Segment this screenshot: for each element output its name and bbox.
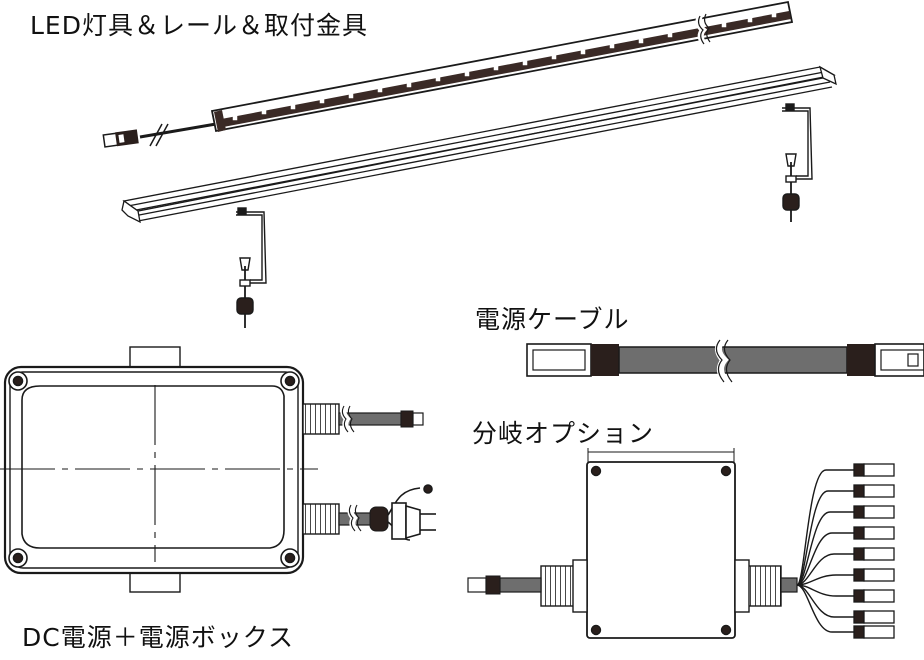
branch-box-icon (467, 448, 895, 639)
led-strip-fixture-icon (102, 0, 794, 148)
mounting-bracket-icon (782, 103, 813, 222)
power-plug-icon (387, 484, 436, 541)
label-dc-power-box: DC電源＋電源ボックス (22, 623, 294, 652)
label-branch-option: 分岐オプション (472, 419, 655, 448)
power-box-icon (0, 346, 424, 593)
mounting-bracket-icon (236, 207, 267, 328)
aluminum-rail-icon (121, 65, 837, 224)
label-power-cable: 電源ケーブル (475, 305, 630, 334)
label-led-fixture-rail-bracket: LED灯具＆レール＆取付金具 (30, 11, 368, 40)
power-cable-icon (526, 337, 924, 385)
